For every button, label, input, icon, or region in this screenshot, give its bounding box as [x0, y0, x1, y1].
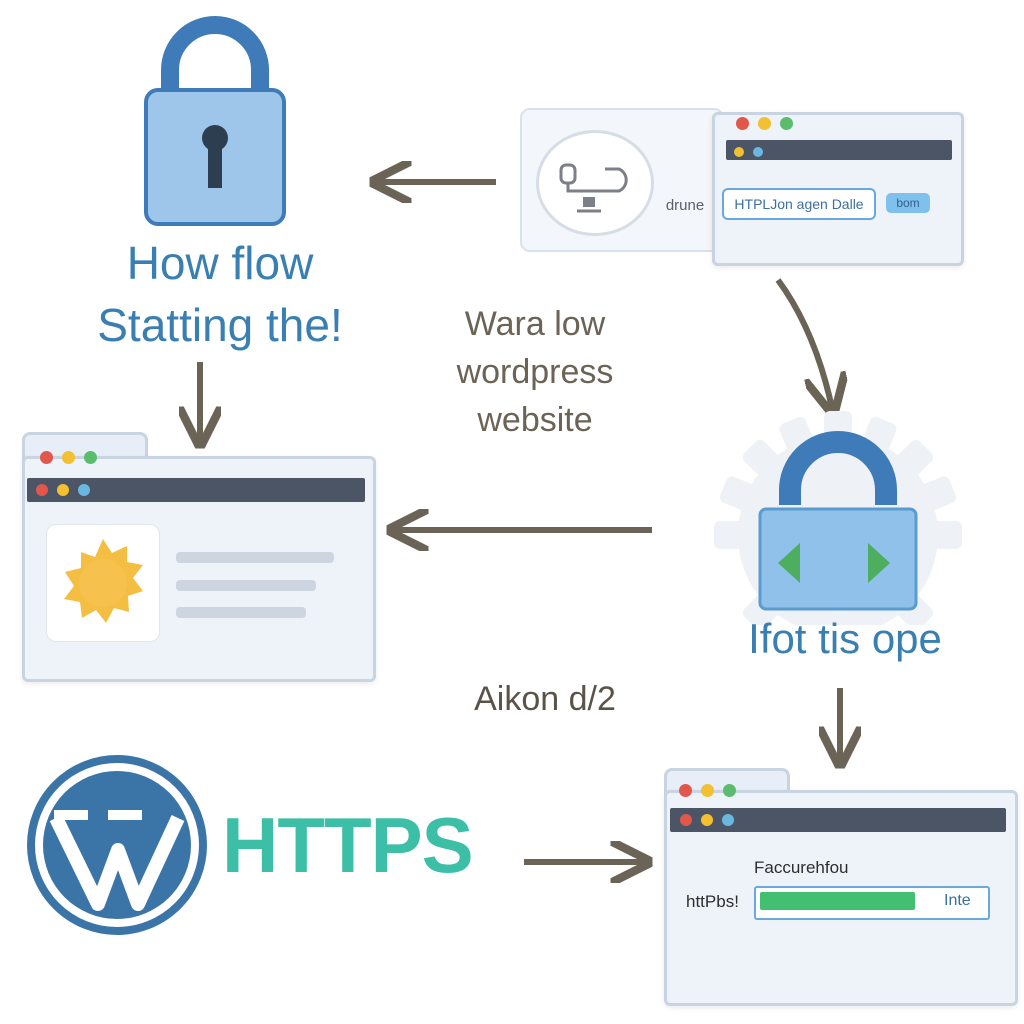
window-controls: [679, 784, 745, 802]
padlock-gear-icon: [714, 411, 962, 625]
toolbar-dot-icon: [78, 484, 90, 496]
sun-icon: [64, 539, 143, 623]
image-card: [46, 524, 160, 642]
browser-toolbar: [670, 808, 1006, 832]
lock-caption-line1: How flow: [126, 237, 314, 289]
connection-icon: [536, 130, 654, 236]
text-line-placeholder: [176, 607, 306, 618]
toolbar-dot-icon: [701, 814, 713, 826]
browser-toolbar: [726, 140, 952, 160]
window-controls: [736, 117, 802, 135]
page-heading: Faccurehfou: [754, 858, 849, 877]
maximize-dot-icon[interactable]: [723, 784, 736, 797]
url-field[interactable]: HTPLJon agen Dalle: [722, 188, 876, 220]
go-button[interactable]: bom: [886, 193, 930, 213]
text-line-placeholder: [176, 552, 334, 563]
close-dot-icon[interactable]: [736, 117, 749, 130]
middle-caption-line3: website: [477, 401, 593, 439]
padlock-icon: [144, 16, 286, 226]
close-dot-icon[interactable]: [40, 451, 53, 464]
lock-caption: How flow Statting the!: [40, 232, 400, 356]
toolbar-dot-icon: [753, 147, 763, 157]
field-label: httPbs!: [686, 892, 739, 911]
toolbar-dot-icon: [680, 814, 692, 826]
middle-caption-line2: wordpress: [456, 353, 614, 391]
minimize-dot-icon[interactable]: [701, 784, 714, 797]
text-line-placeholder: [176, 580, 316, 591]
toolbar-dot-icon: [36, 484, 48, 496]
maximize-dot-icon[interactable]: [84, 451, 97, 464]
browser-toolbar: [27, 478, 365, 502]
toolbar-dot-icon: [734, 147, 744, 157]
gear-caption: Ifot tis ope: [748, 615, 942, 662]
window-controls: [40, 451, 106, 469]
middle-caption-line1: Wara low: [464, 305, 606, 343]
side-label: drune: [665, 197, 705, 214]
field-end-text: Inte: [944, 892, 971, 909]
progress-bar-fill: [760, 892, 915, 910]
toolbar-dot-icon: [722, 814, 734, 826]
minimize-dot-icon[interactable]: [62, 451, 75, 464]
https-label: HTTPS: [222, 801, 474, 889]
wordpress-logo: [27, 755, 207, 935]
lock-caption-line2: Statting the!: [97, 299, 343, 351]
minimize-dot-icon[interactable]: [758, 117, 771, 130]
plug-icon: [559, 163, 628, 213]
close-dot-icon[interactable]: [679, 784, 692, 797]
arrow-icon: [775, 278, 832, 408]
bottom-caption: Aikon d/2: [474, 680, 616, 718]
toolbar-dot-icon: [57, 484, 69, 496]
maximize-dot-icon[interactable]: [780, 117, 793, 130]
middle-caption: Wara low wordpress website: [420, 300, 650, 444]
